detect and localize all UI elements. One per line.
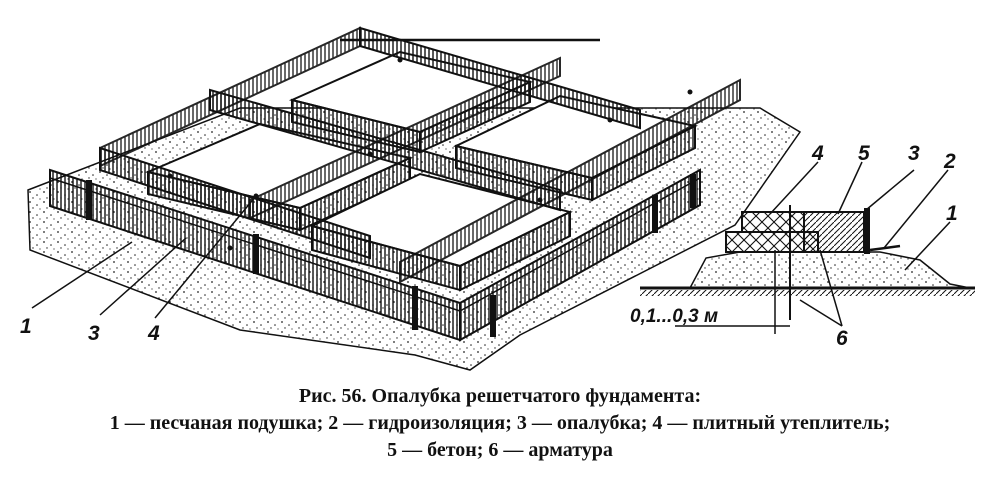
detail-formwork: [864, 208, 870, 254]
caption-title: Рис. 56. Опалубка решетчатого фундамента…: [298, 385, 702, 407]
caption-line-1: 1 — песчаная подушка; 2 — гидроизоляция;…: [109, 412, 891, 434]
formwork-right-wall: [459, 168, 701, 342]
stakes: [86, 174, 696, 337]
leader-lines: [31, 195, 257, 319]
label-1: 1: [20, 315, 32, 338]
caption-line-2: 5 — бетон; 6 — арматура: [387, 439, 613, 461]
figure-caption: Рис. 56. Опалубка решетчатого фундамента…: [0, 383, 1000, 464]
detail-label-4: 4: [811, 142, 824, 165]
rebar-marks: [167, 57, 693, 251]
foundation-formwork-diagram: 1 3 4 4: [20, 26, 975, 371]
label-3: 3: [88, 322, 100, 345]
detail-label-1: 1: [946, 202, 958, 225]
detail-label-6: 6: [836, 327, 848, 350]
detail-label-5: 5: [858, 142, 870, 165]
label-4: 4: [147, 322, 160, 345]
detail-concrete: [803, 211, 865, 253]
detail-label-3: 3: [908, 142, 920, 165]
grid-formwork: [99, 26, 741, 284]
isometric-view: 1 3 4: [20, 26, 802, 371]
detail-label-2: 2: [943, 150, 956, 173]
detail-waterproofing: [869, 244, 901, 252]
section-detail: 4 5 3 2 1 6 0,1...0,3 м: [630, 142, 975, 350]
dimension-label: 0,1...0,3 м: [630, 306, 718, 327]
